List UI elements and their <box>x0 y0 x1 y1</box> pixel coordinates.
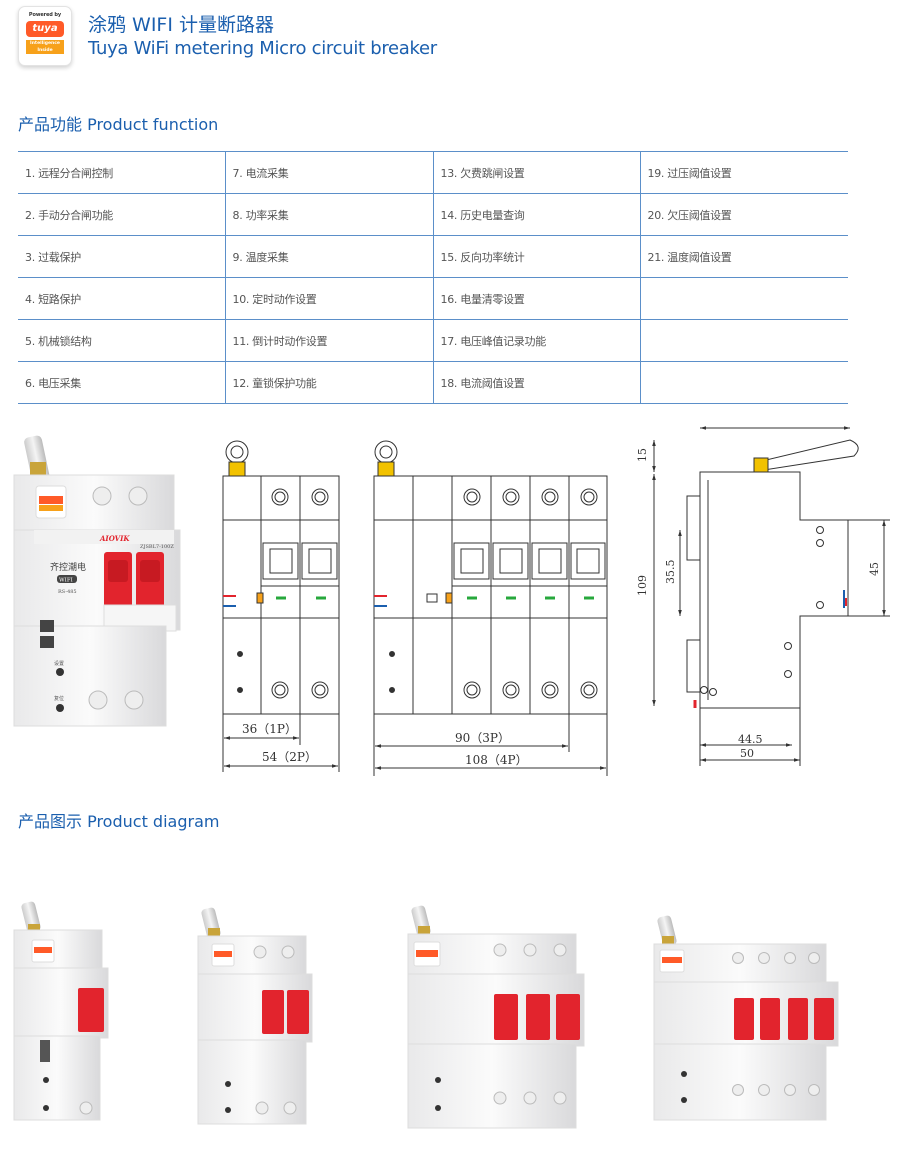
table-cell: 7. 电流采集 <box>225 151 434 194</box>
table-cell: 6. 电压采集 <box>18 361 226 404</box>
table-cell: 12. 童锁保护功能 <box>225 361 434 404</box>
dim-35-label: 35.5 <box>664 560 677 585</box>
table-row: 5. 机械锁结构 11. 倒计时动作设置 17. 电压峰值记录功能 <box>18 319 848 362</box>
dim-45-label: 45 <box>868 562 881 576</box>
table-cell <box>640 361 848 404</box>
table-cell: 19. 过压阈值设置 <box>640 151 848 194</box>
function-section-title: 产品功能 Product function <box>18 115 219 134</box>
breaker-photo-2p-small <box>197 907 313 1125</box>
diagram-section-title: 产品图示 Product diagram <box>18 812 220 831</box>
table-cell: 5. 机械锁结构 <box>18 319 226 362</box>
dim-44-label: 44.5 <box>738 733 763 746</box>
table-cell: 8. 功率采集 <box>225 193 434 236</box>
table-cell <box>640 319 848 362</box>
table-cell: 9. 温度采集 <box>225 235 434 278</box>
breaker-photo-1p <box>13 901 109 1121</box>
dim-2p-label: 54（2P） <box>262 750 317 764</box>
table-cell: 1. 远程分合闸控制 <box>18 151 226 194</box>
table-row: 6. 电压采集 12. 童锁保护功能 18. 电流阈值设置 <box>18 361 848 404</box>
table-cell: 16. 电量清零设置 <box>433 277 641 320</box>
table-cell: 10. 定时动作设置 <box>225 277 434 320</box>
product-name-cn: 齐控潮电 <box>50 561 86 573</box>
table-cell: 11. 倒计时动作设置 <box>225 319 434 362</box>
front-view-4p <box>373 440 608 776</box>
table-cell: 2. 手动分合闸功能 <box>18 193 226 236</box>
table-cell: 14. 历史电量查询 <box>433 193 641 236</box>
table-cell: 20. 欠压阈值设置 <box>640 193 848 236</box>
breaker-photo-2p: AIOVIK ZJSBL7-100Z 齐控潮电 WIFI RS-485 设置 复… <box>13 435 181 727</box>
badge-brand-text: tuya <box>26 21 64 37</box>
model-label: ZJSBL7-100Z <box>140 544 174 550</box>
badge-intelligence-text: Intelligence Inside <box>26 40 64 54</box>
table-cell: 21. 温度阈值设置 <box>640 235 848 278</box>
table-cell: 17. 电压峰值记录功能 <box>433 319 641 362</box>
reset-label: 复位 <box>54 695 64 702</box>
badge-powered-text: Powered by <box>28 12 62 18</box>
tuya-logo-badge: Powered by tuya Intelligence Inside <box>18 6 72 66</box>
rs485-label: RS-485 <box>58 589 77 595</box>
dim-4p-label: 108（4P） <box>465 753 528 767</box>
brand-mark: AIOVIK <box>99 534 130 543</box>
dim-3p-label: 90（3P） <box>455 731 510 745</box>
dim-1p-label: 36（1P） <box>242 722 297 736</box>
dim-50-label: 50 <box>740 747 754 760</box>
page-title-en: Tuya WiFi metering Micro circuit breaker <box>88 38 437 59</box>
dim-109-label: 109 <box>636 575 649 596</box>
table-cell: 18. 电流阈值设置 <box>433 361 641 404</box>
dimension-drawings: AIOVIK ZJSBL7-100Z 齐控潮电 WIFI RS-485 设置 复… <box>13 425 890 776</box>
table-row: 2. 手动分合闸功能 8. 功率采集 14. 历史电量查询 20. 欠压阈值设置 <box>18 193 848 236</box>
table-row: 4. 短路保护 10. 定时动作设置 16. 电量清零设置 <box>18 277 848 320</box>
breaker-photo-3p <box>407 905 585 1129</box>
page-title-cn: 涂鸦 WIFI 计量断路器 <box>88 14 275 36</box>
table-cell: 13. 欠费跳闸设置 <box>433 151 641 194</box>
function-table: 1. 远程分合闸控制 7. 电流采集 13. 欠费跳闸设置 19. 过压阈值设置… <box>18 151 848 404</box>
table-row: 3. 过载保护 9. 温度采集 15. 反向功率统计 21. 温度阈值设置 <box>18 235 848 278</box>
breaker-photo-4p <box>653 915 839 1121</box>
wifi-label: WIFI <box>59 578 73 584</box>
table-cell <box>640 277 848 320</box>
product-photos <box>13 901 839 1129</box>
set-label: 设置 <box>54 660 64 667</box>
dim-73max-label: 73max <box>758 425 796 428</box>
table-cell: 3. 过载保护 <box>18 235 226 278</box>
front-view-2p <box>222 440 340 772</box>
table-cell: 4. 短路保护 <box>18 277 226 320</box>
table-cell: 15. 反向功率统计 <box>433 235 641 278</box>
table-row: 1. 远程分合闸控制 7. 电流采集 13. 欠费跳闸设置 19. 过压阈值设置 <box>18 151 848 194</box>
dim-15-label: 15 <box>636 448 649 462</box>
side-view <box>652 426 890 766</box>
